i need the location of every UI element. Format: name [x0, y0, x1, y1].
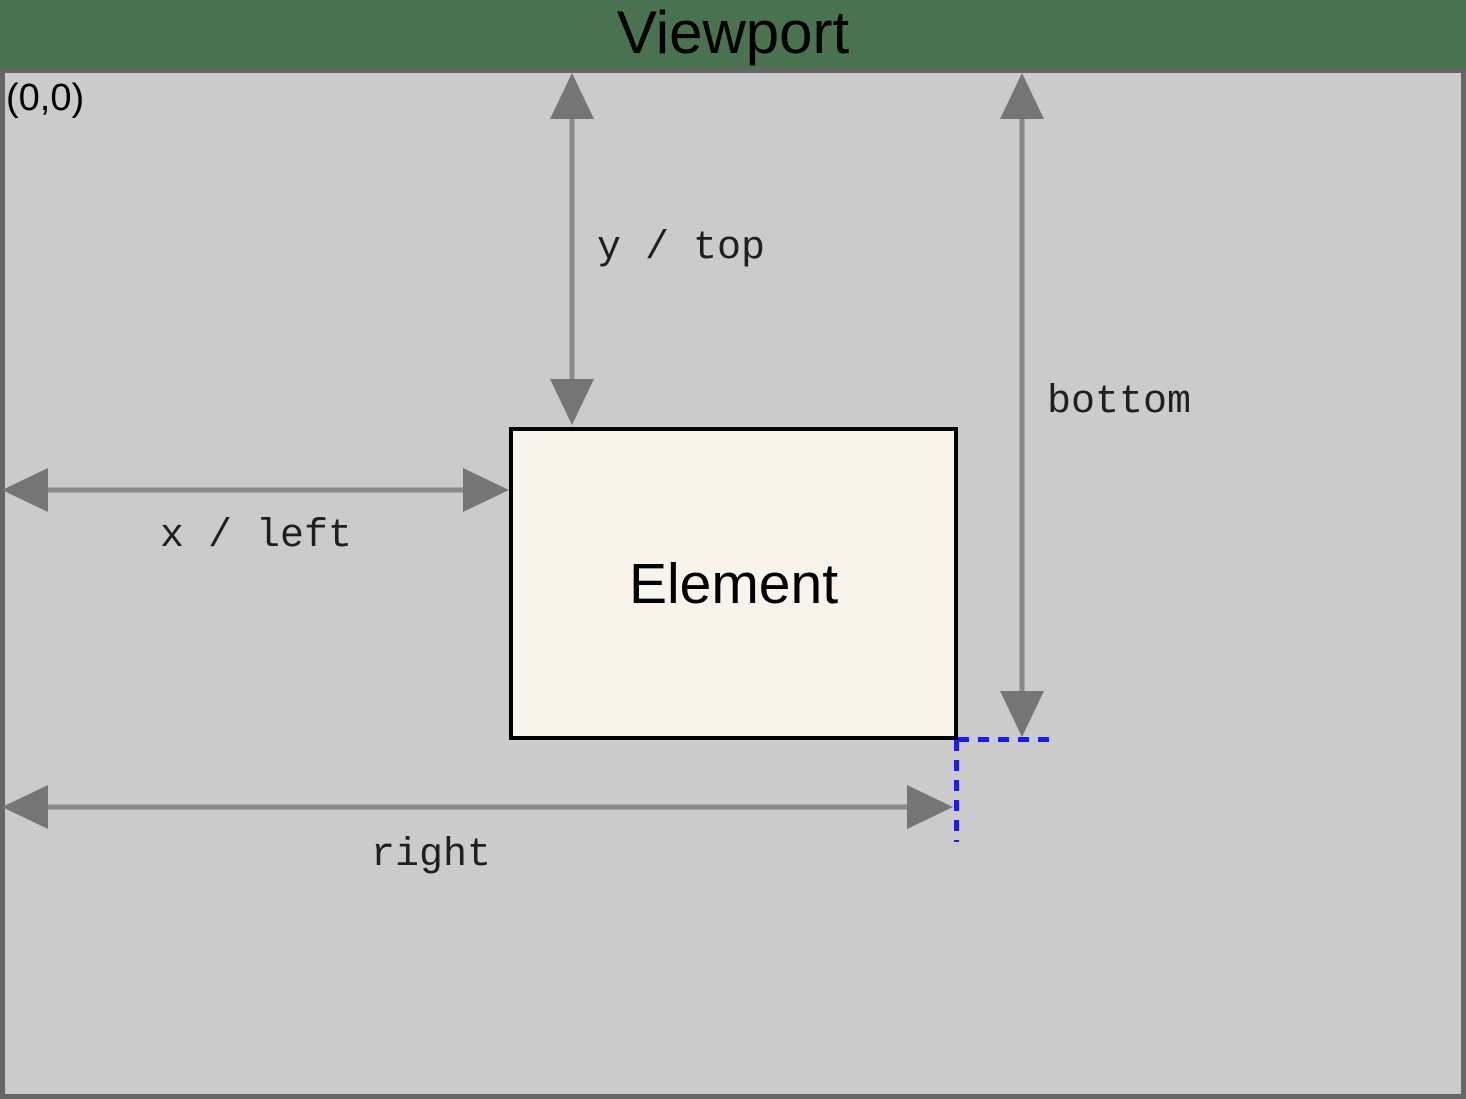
arrowhead-down-icon: [550, 379, 594, 425]
arrowhead-down-icon: [1000, 691, 1044, 737]
y-top-distance-arrow: [550, 73, 594, 425]
arrow-shaft: [569, 113, 575, 385]
right-guide-dashed-line: [954, 740, 959, 842]
arrowhead-left-icon: [2, 785, 48, 829]
x-left-label: x / left: [160, 514, 353, 559]
right-label: right: [371, 833, 492, 878]
y-top-label: y / top: [597, 226, 766, 271]
right-distance-arrow: [2, 785, 953, 829]
element-box: Element: [509, 427, 958, 740]
arrowhead-up-icon: [1000, 73, 1044, 119]
x-left-distance-arrow: [2, 468, 509, 512]
arrowhead-left-icon: [2, 468, 48, 512]
bottom-guide-dashed-line: [958, 737, 1058, 742]
arrow-shaft: [1019, 113, 1025, 697]
origin-coordinates-label: (0,0): [6, 77, 85, 119]
arrow-shaft: [42, 487, 469, 493]
arrowhead-up-icon: [550, 73, 594, 119]
bottom-distance-arrow: [1000, 73, 1044, 737]
arrow-shaft: [42, 804, 913, 810]
arrowhead-right-icon: [907, 785, 953, 829]
viewport-title: Viewport: [616, 0, 850, 66]
arrowhead-right-icon: [463, 468, 509, 512]
element-label: Element: [628, 551, 839, 616]
bottom-label: bottom: [1047, 380, 1192, 425]
